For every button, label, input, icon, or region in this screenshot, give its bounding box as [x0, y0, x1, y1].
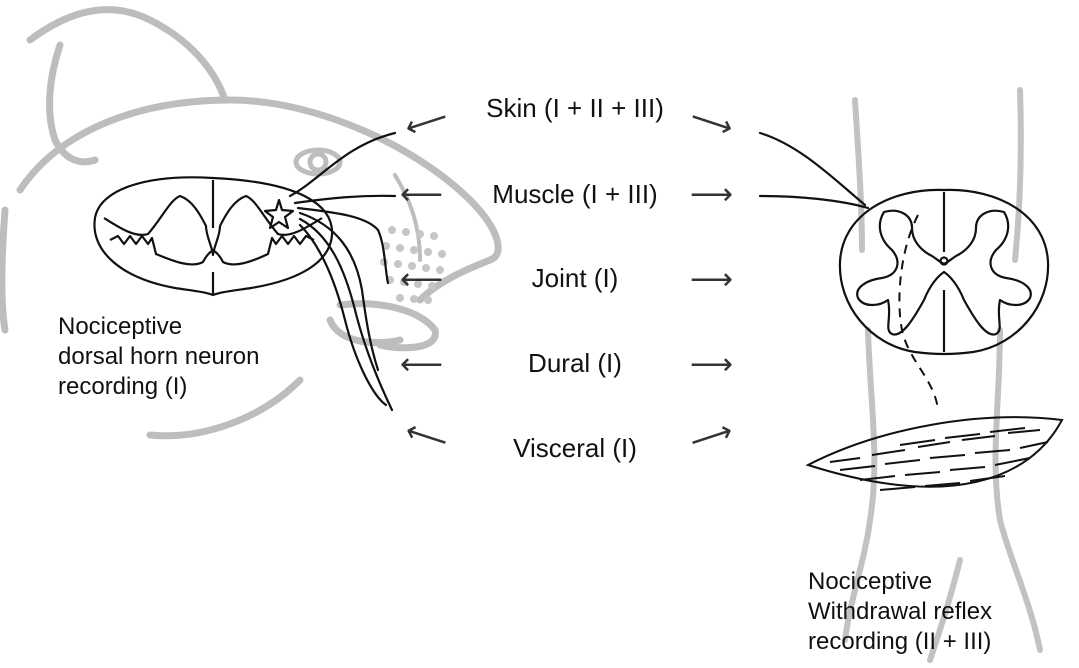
dorsal-horn-caption-line2: dorsal horn neuron: [58, 342, 259, 372]
right-arrow-icon: ⟶: [690, 265, 733, 295]
dorsal-horn-caption-line3: recording (I): [58, 372, 259, 402]
dorsal-horn-caption-line1: Nociceptive: [58, 312, 259, 342]
rat-eye: [296, 150, 340, 174]
left-arrow-icon: ⟵: [400, 350, 443, 380]
withdrawal-reflex-caption-line3: recording (II + III): [808, 627, 992, 657]
left-arrow-icon: ⟵: [400, 265, 443, 295]
dorsal-horn-caption: Nociceptive dorsal horn neuron recording…: [58, 312, 259, 402]
tissue-label-visceral: Visceral (I): [513, 432, 637, 464]
withdrawal-reflex-caption-line2: Withdrawal reflex: [808, 597, 992, 627]
withdrawal-reflex-caption-line1: Nociceptive: [808, 567, 992, 597]
left-arrow-icon: ⟵: [400, 180, 443, 210]
tissue-label-skin: Skin (I + II + III): [486, 92, 664, 124]
muscle: [808, 417, 1062, 490]
dorsal-horn-spinal-cord: [94, 177, 332, 295]
tissue-label-dural: Dural (I): [528, 347, 622, 379]
tissue-label-joint: Joint (I): [532, 262, 619, 294]
right-arrow-icon: ⟶: [690, 350, 733, 380]
tissue-label-muscle: Muscle (I + III): [492, 178, 657, 210]
withdrawal-reflex-caption: Nociceptive Withdrawal reflex recording …: [808, 567, 992, 657]
afferent-fibres-right: [760, 133, 868, 208]
right-arrow-icon: ⟶: [690, 180, 733, 210]
